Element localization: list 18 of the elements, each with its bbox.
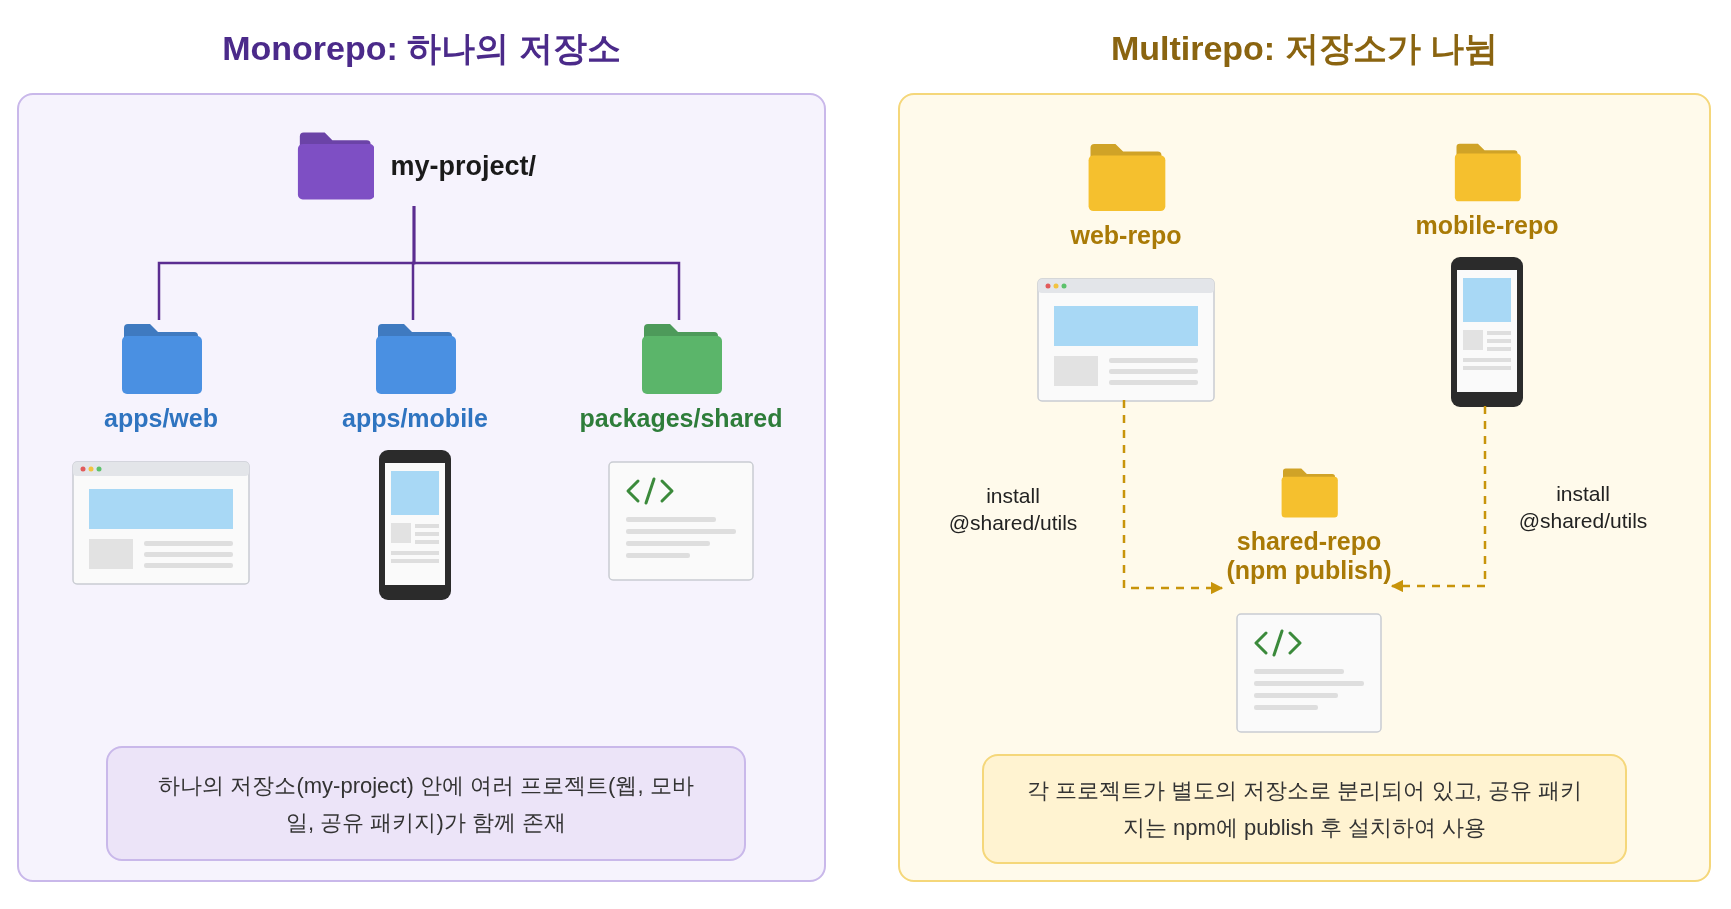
folder-label: apps/mobile: [342, 404, 488, 433]
edge-label: install @shared/utils: [1517, 481, 1649, 534]
folder-label: apps/web: [104, 404, 218, 433]
dashed-arrow: [1390, 406, 1487, 593]
folder-label: web-repo: [1070, 221, 1182, 250]
folder-label: shared-repo (npm publish): [1225, 527, 1393, 585]
folder-label: my-project/: [390, 149, 536, 183]
note-box: [106, 746, 746, 861]
tree-connector: [412, 206, 681, 320]
dashed-arrow: [1122, 400, 1224, 595]
edge-label: install @shared/utils: [947, 483, 1079, 536]
folder-label: mobile-repo: [1415, 211, 1559, 240]
folder-label: packages/shared: [579, 404, 783, 433]
panel-title: Multirepo: 저장소가 나뉨: [1109, 28, 1500, 69]
note-text: 하나의 저장소(my-project) 안에 여러 프로젝트(웹, 모바일, 공유 패키지)가 함께 존재: [157, 771, 695, 837]
note-text: 각 프로젝트가 별도의 저장소로 분리되어 있고, 공유 패키지는 npm에 publish 후 설치하여 사용: [1026, 777, 1583, 842]
note-box: [982, 754, 1627, 864]
panel-title: Monorepo: 하나의 저장소: [221, 28, 622, 69]
